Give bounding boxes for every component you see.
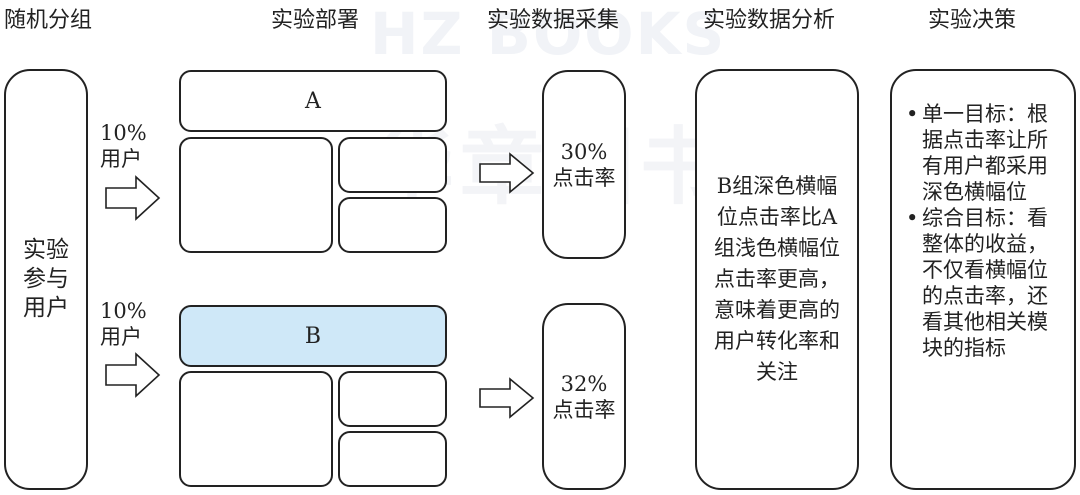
- group-a-main-block: [179, 137, 333, 253]
- group-a-side-block-bottom: [338, 197, 447, 253]
- decision-item-body: 根据点击率让所有用户都采用深色横幅位: [922, 102, 1048, 204]
- decision-item-body: 看整体的收益，不仅看横幅位的点击率，还看其他相关模块的指标: [922, 206, 1048, 360]
- arrow-right-icon: [479, 377, 535, 419]
- watermark-line1: HZ BOOKS: [370, 0, 727, 68]
- header-random-group: 随机分组: [4, 8, 93, 33]
- decision-item-title: 综合目标：: [922, 206, 1027, 230]
- group-b-side-block-top: [338, 371, 447, 427]
- decision-list: 单一目标：根据点击率让所有用户都采用深色横幅位 综合目标：看整体的收益，不仅看横…: [906, 101, 1056, 361]
- arrow-right-icon: [479, 152, 535, 194]
- group-a-rate-unit: 点击率: [552, 165, 616, 190]
- group-b-main-block: [179, 371, 333, 487]
- arrow-right-icon: [105, 175, 161, 221]
- group-b-side-block-bottom: [338, 431, 447, 487]
- header-collect: 实验数据采集: [487, 8, 620, 33]
- header-analyze: 实验数据分析: [703, 8, 836, 33]
- decision-item-single-goal: 单一目标：根据点击率让所有用户都采用深色横幅位: [906, 101, 1056, 205]
- group-a-banner: A: [179, 70, 447, 132]
- group-b-rate: 32%: [560, 371, 608, 396]
- group-a-rate: 30%: [560, 139, 608, 164]
- group-a-share: 10% 用户: [100, 120, 160, 172]
- group-a-share-percent: 10%: [100, 121, 147, 145]
- decision-item-combined-goal: 综合目标：看整体的收益，不仅看横幅位的点击率，还看其他相关模块的指标: [906, 205, 1056, 361]
- decision-box: 单一目标：根据点击率让所有用户都采用深色横幅位 综合目标：看整体的收益，不仅看横…: [890, 69, 1076, 490]
- group-a-label: A: [305, 88, 321, 114]
- group-a-side-block-top: [338, 137, 447, 193]
- participants-box: 实验参与用户: [4, 69, 88, 490]
- group-b-share-unit: 用户: [100, 325, 142, 349]
- group-b-label: B: [304, 323, 322, 349]
- group-b-share: 10% 用户: [100, 298, 160, 350]
- header-deploy: 实验部署: [271, 8, 360, 33]
- group-b-result-box: 32% 点击率: [542, 303, 626, 490]
- participants-text: 实验参与用户: [23, 237, 69, 321]
- analysis-text: B组深色横幅位点击率比A组浅色横幅位点击率更高，意味着更高的用户转化率和关注: [714, 174, 840, 384]
- header-decide: 实验决策: [928, 8, 1017, 33]
- group-a-result-box: 30% 点击率: [542, 70, 626, 259]
- analysis-box: B组深色横幅位点击率比A组浅色横幅位点击率更高，意味着更高的用户转化率和关注: [695, 69, 859, 490]
- group-a-share-unit: 用户: [100, 147, 142, 171]
- group-b-rate-unit: 点击率: [552, 397, 616, 422]
- arrow-right-icon: [105, 352, 161, 398]
- group-b-banner: B: [179, 305, 447, 367]
- decision-item-title: 单一目标：: [922, 102, 1027, 126]
- group-b-share-percent: 10%: [100, 299, 147, 323]
